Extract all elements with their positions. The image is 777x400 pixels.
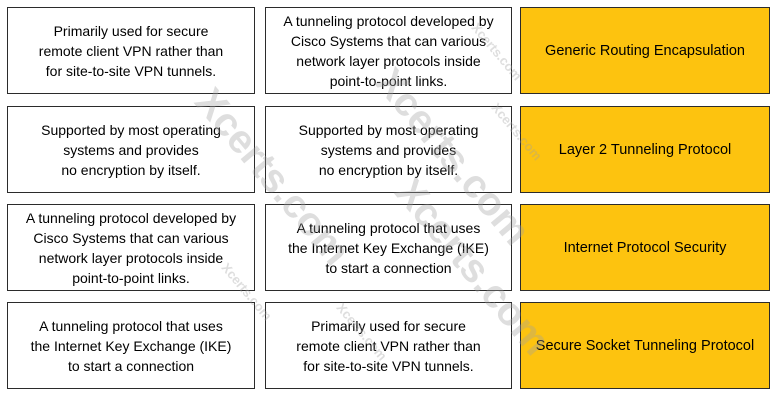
protocol-label-sstp: Secure Socket Tunneling Protocol: [520, 302, 770, 389]
middle-card-4[interactable]: Primarily used for secure remote client …: [265, 302, 512, 389]
left-card-3[interactable]: A tunneling protocol developed by Cisco …: [7, 204, 255, 291]
middle-card-2[interactable]: Supported by most operating systems and …: [265, 106, 512, 193]
middle-card-3[interactable]: A tunneling protocol that uses the Inter…: [265, 204, 512, 291]
protocol-label-l2tp: Layer 2 Tunneling Protocol: [520, 106, 770, 193]
protocol-label-gre: Generic Routing Encapsulation: [520, 7, 770, 94]
left-card-4[interactable]: A tunneling protocol that uses the Inter…: [7, 302, 255, 389]
middle-card-1[interactable]: A tunneling protocol developed by Cisco …: [265, 7, 512, 94]
left-card-1[interactable]: Primarily used for secure remote client …: [7, 7, 255, 94]
protocol-label-ipsec: Internet Protocol Security: [520, 204, 770, 291]
left-card-2[interactable]: Supported by most operating systems and …: [7, 106, 255, 193]
